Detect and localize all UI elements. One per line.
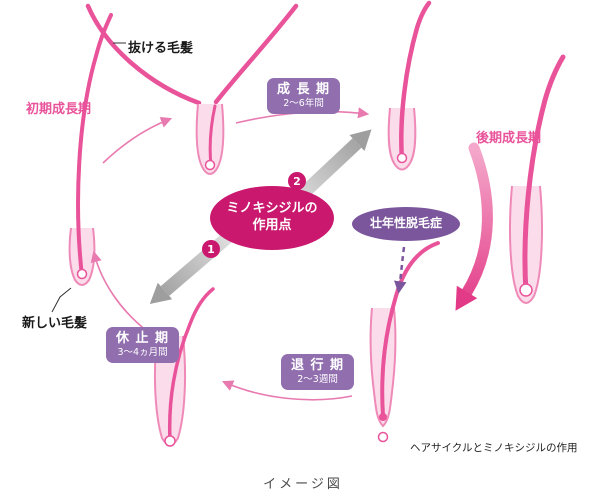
shedding-hair-strand xyxy=(213,3,299,105)
new-hair-label: 新しい毛髪 xyxy=(22,316,88,331)
follicle-regression xyxy=(369,241,440,443)
regression-phase-box: 退 行 期 2～3週間 xyxy=(281,354,355,391)
cycle-arrow-to-growth xyxy=(102,117,173,164)
minoxidil-action-callout: ミノキシジルの 作用点 xyxy=(210,186,334,250)
follicle-late-growth xyxy=(509,54,566,304)
growth-phase-box: 成 長 期 2～6年間 xyxy=(267,78,341,115)
step-2-badge: 2 xyxy=(288,172,306,190)
resting-phase-box: 休 止 期 3～4ヵ月間 xyxy=(106,327,180,364)
diagram-caption: ヘアサイクルとミノキシジルの作用 xyxy=(410,442,578,454)
falling-hair-strand xyxy=(85,3,202,106)
new-hair-connector-line xyxy=(51,287,72,313)
regression-phase-name: 退 行 期 xyxy=(291,358,345,373)
follicle-shedding xyxy=(195,103,225,175)
baldness-callout-text: 壮年性脱毛症 xyxy=(369,216,442,231)
resting-phase-name: 休 止 期 xyxy=(116,331,170,346)
growth-phase-duration: 2～6年間 xyxy=(283,98,324,110)
early-growth-label: 初期成長期 xyxy=(26,102,92,117)
follicle-resting xyxy=(153,287,215,447)
image-note-caption: イメージ図 xyxy=(263,477,343,492)
baldness-dashed-arrow xyxy=(394,246,407,294)
falling-hair-label: 抜ける毛髪 xyxy=(128,41,194,56)
minoxidil-callout-line1: ミノキシジルの xyxy=(226,201,318,217)
follicle-growth xyxy=(387,0,432,171)
cycle-arrow-late-to-regression xyxy=(455,142,493,311)
step-1-badge: 1 xyxy=(202,240,220,258)
resting-phase-duration: 3～4ヵ月間 xyxy=(117,347,168,359)
cycle-arrow-to-resting xyxy=(221,380,353,401)
late-growth-label: 後期成長期 xyxy=(476,131,542,146)
regression-phase-duration: 2～3週間 xyxy=(297,374,338,386)
minoxidil-callout-line2: 作用点 xyxy=(252,218,292,233)
growth-phase-name: 成 長 期 xyxy=(277,82,331,97)
cycle-arrow-restart xyxy=(90,250,148,332)
follicle-early-growth xyxy=(68,13,113,286)
baldness-callout: 壮年性脱毛症 xyxy=(352,207,460,241)
